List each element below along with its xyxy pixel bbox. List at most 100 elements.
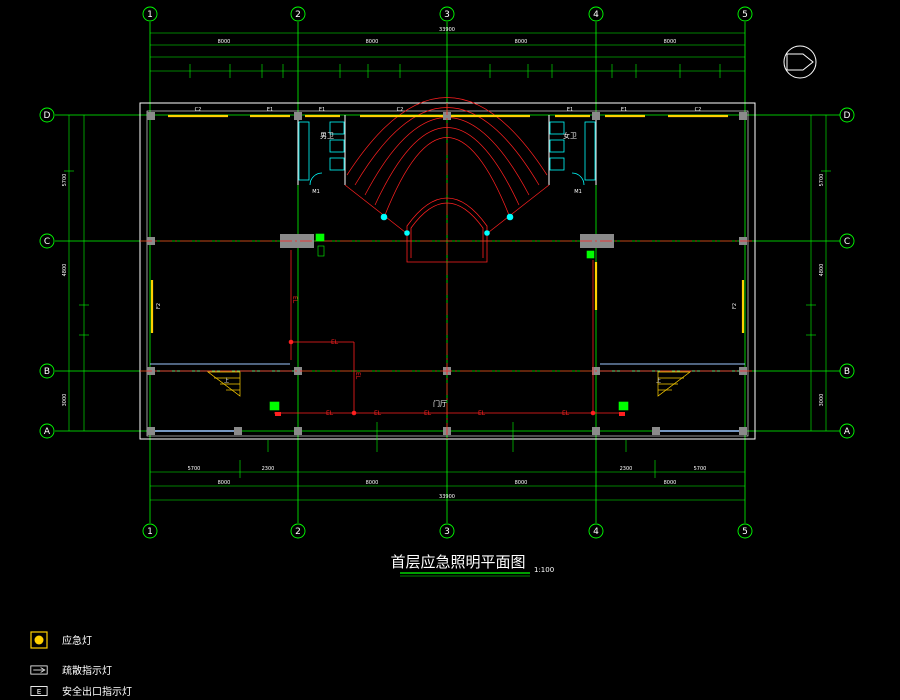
- side-dim-5: 4800: [819, 264, 825, 277]
- emergency-light-icon: [484, 230, 490, 236]
- window-label-e1-b: E1: [319, 107, 325, 113]
- axis-left-a: A: [44, 427, 51, 437]
- window-label-f2-left: F2: [156, 303, 162, 309]
- windows: [150, 114, 745, 333]
- door-label-m1-right: M1: [574, 189, 582, 195]
- legend-item-exit-sign: E 安全出口指示灯: [30, 683, 132, 698]
- dimension-lines: [64, 32, 831, 501]
- emergency-fixtures: [269, 213, 629, 416]
- direction-sign-icon: [30, 663, 48, 677]
- bay-dim-bottom-2: 8000: [366, 480, 379, 486]
- window-label-c2-mid: C2: [397, 107, 404, 113]
- window-label-e1-a: E1: [267, 107, 273, 113]
- north-arrow-icon: [783, 45, 817, 79]
- room-label-female-wc: 女卫: [563, 131, 577, 140]
- legend-item-direction-sign: 疏散指示灯: [30, 662, 112, 677]
- circuit-lines: [140, 103, 755, 439]
- room-labels: 男卫 女卫 门厅 M1 M1: [312, 131, 582, 408]
- circuit-label-4: EL: [478, 410, 486, 417]
- legend-item-emergency-light: 应急灯: [30, 630, 92, 649]
- lower-dim-4: 5700: [694, 466, 707, 472]
- exit-sign-icon: [269, 401, 280, 411]
- circuit-labels: EL EL EL EL EL EL EL EL: [291, 296, 570, 417]
- circuit-label-6: EL: [331, 339, 339, 346]
- bay-dim-2: 8000: [366, 39, 379, 45]
- window-label-c2-right: C2: [695, 107, 702, 113]
- bay-dim-3: 8000: [515, 39, 528, 45]
- window-labels: C2 E1 E1 C2 E1 E1 C2 F2 F2: [156, 107, 738, 309]
- bay-dim-bottom-1: 8000: [218, 480, 231, 486]
- circuit-label-2: EL: [374, 410, 382, 417]
- axis-bottom-1: 1: [147, 527, 153, 537]
- circuit-label-3: EL: [424, 410, 432, 417]
- axis-bottom-2: 2: [295, 527, 301, 537]
- axis-right-a: A: [844, 427, 851, 437]
- side-dim-4: 5700: [819, 174, 825, 187]
- emergency-light-icon: [30, 630, 48, 649]
- axis-top-5: 5: [742, 10, 748, 20]
- bay-dim-4: 8000: [664, 39, 677, 45]
- legend-label: 应急灯: [62, 636, 92, 647]
- drawing-scale: 1:100: [534, 566, 554, 574]
- drawing-title: 首层应急照明平面图: [390, 553, 525, 571]
- overall-dim-bottom: 33900: [439, 494, 455, 500]
- axis-bottom-3: 3: [444, 527, 450, 537]
- restroom-fixtures: [298, 121, 596, 186]
- lower-dim-1: 5700: [188, 466, 201, 472]
- axis-top-2: 2: [295, 10, 301, 20]
- window-label-e1-c: E1: [567, 107, 573, 113]
- side-dim-2: 4800: [62, 264, 68, 277]
- side-dim-6: 3000: [819, 394, 825, 407]
- axis-bubble-labels: 1 2 3 4 5 1 2 3 4 5 A B C D A B C D: [44, 10, 851, 537]
- lower-dim-3: 2300: [620, 466, 633, 472]
- axis-left-c: C: [44, 237, 50, 247]
- door-label-m1-left: M1: [312, 189, 320, 195]
- emergency-light-icon: [380, 213, 388, 221]
- emergency-light-icon: [404, 230, 410, 236]
- side-dim-1: 5700: [62, 174, 68, 187]
- room-label-hall: 门厅: [433, 399, 447, 408]
- stair-up-right: 上: [656, 377, 661, 384]
- exit-sign-icon: [618, 401, 629, 411]
- axis-bubbles: [39, 6, 855, 539]
- circuit-label-8: EL: [354, 372, 361, 380]
- exit-sign-icon: [586, 250, 595, 259]
- bay-dim-1: 8000: [218, 39, 231, 45]
- stair-labels: 上 上: [224, 377, 661, 384]
- side-dim-3: 3000: [62, 394, 68, 407]
- axis-top-3: 3: [444, 10, 450, 20]
- bay-dim-bottom-3: 8000: [515, 480, 528, 486]
- direction-indicators: [267, 422, 627, 452]
- bay-dim-bottom-4: 8000: [664, 480, 677, 486]
- axis-grid: [55, 22, 840, 523]
- legend-label: 安全出口指示灯: [62, 687, 132, 698]
- window-label-e1-d: E1: [621, 107, 627, 113]
- legend-label: 疏散指示灯: [62, 666, 112, 677]
- axis-left-b: B: [44, 367, 50, 377]
- axis-top-4: 4: [593, 10, 599, 20]
- axis-right-c: C: [844, 237, 850, 247]
- axis-left-d: D: [44, 111, 51, 121]
- svg-text:E: E: [37, 687, 42, 696]
- exit-sign-icon: E: [30, 684, 48, 698]
- exit-sign-icon: [315, 233, 325, 242]
- axis-right-d: D: [844, 111, 851, 121]
- axis-bottom-4: 4: [593, 527, 599, 537]
- stair-up-left: 上: [224, 377, 229, 384]
- circuit-label-7: EL: [291, 296, 298, 304]
- circuit-label-1: EL: [326, 410, 334, 417]
- axis-right-b: B: [844, 367, 850, 377]
- overall-dim-top: 33900: [439, 27, 455, 33]
- circuit-label-5: EL: [562, 410, 570, 417]
- dimension-text: 33900 8000 8000 8000 8000 33900 8000 800…: [62, 27, 825, 500]
- axis-bottom-5: 5: [742, 527, 748, 537]
- window-label-f2-right: F2: [732, 303, 738, 309]
- window-label-c2-left: C2: [195, 107, 202, 113]
- room-label-male-wc: 男卫: [320, 132, 334, 140]
- axis-top-1: 1: [147, 10, 153, 20]
- stairs: [206, 371, 692, 397]
- emergency-light-icon: [506, 213, 514, 221]
- building-walls: [139, 102, 756, 440]
- lower-dim-2: 2300: [262, 466, 275, 472]
